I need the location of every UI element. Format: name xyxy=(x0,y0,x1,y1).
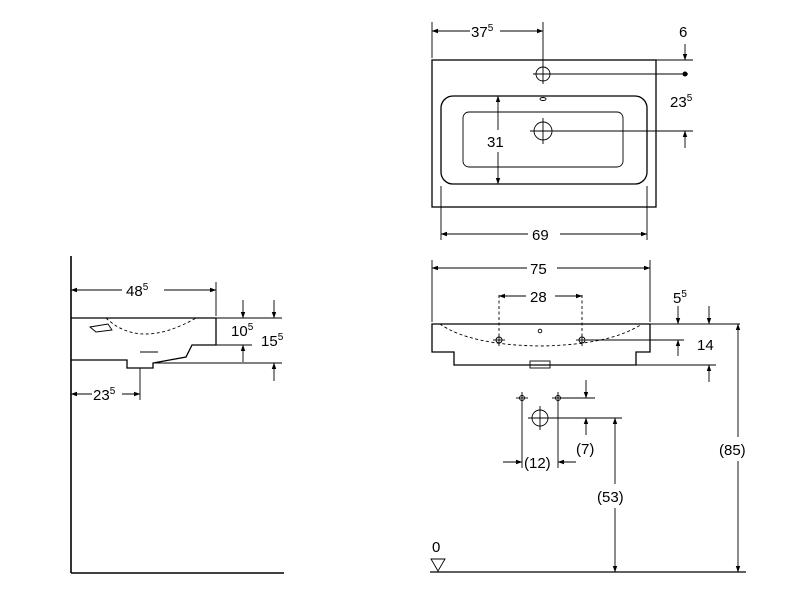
dim-side-total-height: 155 xyxy=(261,332,284,350)
top-view: 375 6 235 31 69 xyxy=(431,22,693,244)
dim-bowl-width: 69 xyxy=(532,227,549,244)
dim-bowl-depth: 31 xyxy=(487,134,504,151)
drain-cross-left xyxy=(493,334,505,346)
dim-drain-spacing: 28 xyxy=(530,289,547,306)
dim-rim-to-drain: 55 xyxy=(673,289,687,307)
basin-outline-plan xyxy=(431,59,657,208)
dim-overall-height: (85) xyxy=(719,442,746,459)
dim-tap-hole-to-bowl: 235 xyxy=(670,93,693,111)
dim-side-waste-offset: 235 xyxy=(93,386,116,404)
dim-waste-height-offset: (7) xyxy=(576,441,594,458)
front-view: 75 28 55 14 0 (85) xyxy=(430,260,746,573)
basin-profile-side xyxy=(71,317,217,369)
overflow-symbol xyxy=(539,97,547,101)
bowl-hidden-line-side xyxy=(105,317,197,335)
overflow-side xyxy=(88,323,113,333)
bowl-outer-plan xyxy=(440,95,648,185)
side-view: 485 105 155 235 xyxy=(70,256,284,574)
bowl-inner-plan xyxy=(462,111,624,168)
dim-waste-outlet-height: (53) xyxy=(597,489,624,506)
waste-outlet-front xyxy=(529,360,551,369)
dim-overall-width: 75 xyxy=(530,261,547,278)
dim-top-edge-offset: 6 xyxy=(679,24,687,41)
floor-level-label: 0 xyxy=(432,539,440,556)
floor-level-marker xyxy=(430,558,446,572)
dim-drain-height: 14 xyxy=(697,337,714,354)
dim-waste-spacing: (12) xyxy=(524,455,551,472)
bowl-hidden-line-front xyxy=(439,323,643,347)
dim-top-width-from-edge: 375 xyxy=(471,23,494,41)
dim-side-depth: 485 xyxy=(126,282,149,300)
dim-side-rim-height: 105 xyxy=(231,322,254,340)
basin-outline-front xyxy=(431,323,651,366)
